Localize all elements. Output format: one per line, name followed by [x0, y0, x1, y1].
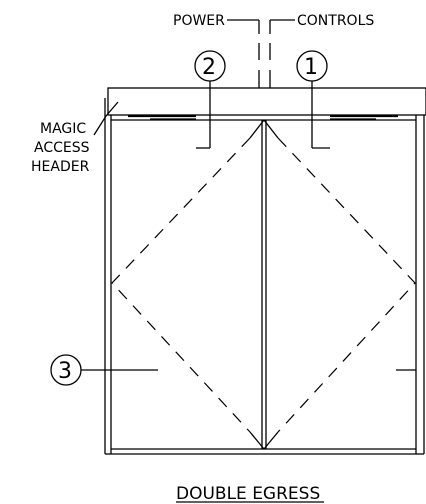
swing-indicator-dashes — [111, 137, 416, 433]
callout-2: 2 — [194, 50, 226, 149]
door-leaves — [111, 119, 416, 450]
door-frame — [104, 98, 425, 455]
header-label-line1: MAGIC — [40, 121, 86, 137]
header-label-line2: ACCESS — [34, 140, 90, 156]
header-label-line3: HEADER — [31, 159, 90, 175]
title-text: DOUBLE EGRESS — [176, 484, 320, 504]
callout-2-number: 2 — [202, 55, 216, 80]
power-controls-leaders: POWER CONTROLS — [173, 13, 374, 88]
callout-1-number: 1 — [304, 55, 318, 80]
magic-access-header-box — [107, 87, 426, 116]
callout-3: 3 — [50, 354, 416, 386]
callout-1: 1 — [296, 50, 330, 149]
power-label: POWER — [173, 13, 225, 29]
callout-3-number: 3 — [58, 359, 72, 384]
controls-label: CONTROLS — [297, 13, 374, 29]
drawing-title: DOUBLE EGRESS — [176, 484, 324, 504]
operator-arms — [128, 114, 398, 120]
header-callout: MAGIC ACCESS HEADER — [31, 101, 119, 175]
